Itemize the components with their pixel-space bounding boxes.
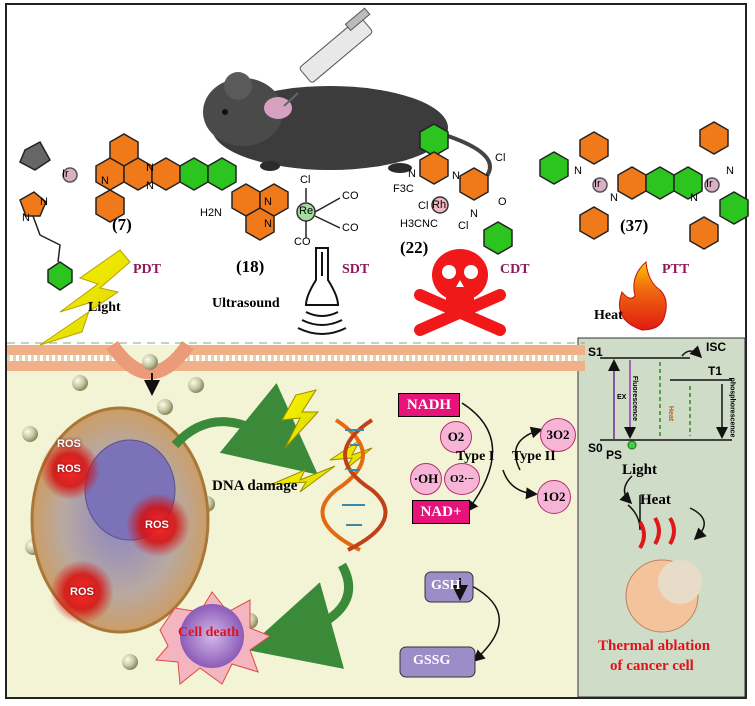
c18-n2: N [264, 218, 272, 230]
ultrasound-label: Ultrasound [212, 296, 280, 311]
c37-n1: N [574, 165, 582, 177]
ps-dot [627, 440, 637, 450]
s0-label: S0 [588, 441, 603, 455]
nad-box: NAD+ [412, 500, 470, 524]
phosphorescence-label: phosphorescence [728, 377, 736, 438]
light-bolt-icon [39, 249, 131, 346]
c7-ir: Ir [62, 168, 69, 180]
c22-rh: Rh [432, 199, 447, 211]
ultrasound-probe-icon [297, 247, 347, 335]
arrow-cell-to-dna [171, 383, 318, 475]
compound-22-structure [419, 123, 513, 255]
ptt-label: PTT [662, 262, 690, 277]
ros-label-2: ROS [57, 463, 81, 475]
cell-death-label: Cell death [178, 625, 240, 640]
s1-label: S1 [588, 345, 603, 359]
3o2-bubble: 3O2 [540, 418, 576, 452]
compound-37-label: (37) [620, 216, 649, 235]
c22-cl3: Cl [495, 152, 506, 164]
cdt-label: CDT [500, 262, 530, 277]
oh-bubble: ·OH [410, 463, 442, 495]
light-label: Light [88, 300, 121, 315]
t1-label: T1 [708, 364, 723, 378]
c7-n2: N [146, 162, 154, 174]
ablation-caption-line2: of cancer cell [610, 658, 694, 674]
flame-icon [619, 260, 667, 331]
c18-co2: CO [342, 222, 359, 234]
superoxide-bubble: O2·− [444, 463, 480, 495]
gsh-label: GSH [431, 578, 461, 593]
c7-n1: N [101, 175, 109, 187]
c22-n2: N [452, 170, 460, 182]
heat-curl-arrow [627, 495, 641, 531]
c7-n4: N [40, 196, 48, 208]
c37-n4: N [726, 165, 734, 177]
isc-label: ISC [706, 340, 727, 354]
nadh-box: NADH [398, 393, 460, 417]
c37-n3: N [690, 192, 698, 204]
ps-label: PS [606, 448, 623, 462]
c18-co3: CO [294, 236, 311, 248]
jablonski-diagram [600, 345, 732, 441]
dna-helix-icon [320, 418, 388, 552]
cell-membrane [7, 340, 585, 380]
c18-re: Re [299, 205, 314, 217]
ptt-panel-background [577, 337, 746, 698]
ros-label-4: ROS [70, 586, 94, 598]
arrow-dna-to-death [245, 562, 354, 669]
ex-label: EX [617, 394, 627, 401]
c22-cl1: Cl [418, 200, 429, 212]
c22-cl2: Cl [458, 220, 469, 232]
heat-label: Heat [594, 308, 623, 323]
heat-jablonski-label: Heat [667, 405, 675, 422]
compound-37-structure [539, 121, 749, 250]
arrow-gsh-to-gssg [471, 585, 500, 663]
o2-bubble: O2 [440, 421, 472, 453]
ros-label-3: ROS [145, 519, 169, 531]
1o2-bubble: 1O2 [537, 480, 571, 514]
dead-cell [154, 591, 272, 685]
compound-22-label: (22) [400, 238, 429, 257]
c18-h2n: H2N [200, 207, 223, 219]
ablated-cell [625, 516, 702, 633]
syringe-icon [283, 7, 373, 107]
c7-n5: N [22, 212, 30, 224]
arrow-to-1o2 [502, 469, 538, 500]
ablation-caption-line1: Thermal ablation [598, 638, 711, 654]
nad-text: NAD+ [420, 504, 462, 520]
ros-label-1: ROS [57, 438, 81, 450]
arrow-light-to-heat [619, 475, 633, 505]
type2-label: Type II [512, 449, 556, 464]
c18-n1: N [264, 196, 272, 208]
c37-n2: N [610, 192, 618, 204]
compound-7-label: (7) [112, 215, 132, 234]
ptt-light-label: Light [622, 462, 658, 478]
cancer-cell [30, 406, 210, 634]
sdt-label: SDT [342, 262, 370, 277]
arrow-heat-to-cell [689, 507, 707, 541]
compound-7-structure [19, 133, 237, 291]
c18-co1: CO [342, 190, 359, 202]
arrow-type2 [514, 426, 543, 471]
compound-18-label: (18) [236, 257, 265, 276]
compound-18-structure [231, 183, 341, 241]
c22-f3c: F3C [393, 183, 414, 195]
fluorescence-label: Fluorescence [631, 375, 639, 422]
arrow-nadh-to-nad [461, 402, 494, 513]
type1-label: Type I [456, 449, 495, 464]
c22-h3cnc: H3CNC [400, 218, 438, 230]
skull-crossbones-icon [414, 249, 506, 336]
ptt-heat-label: Heat [640, 492, 671, 508]
c37-ir2: Ir [706, 178, 713, 190]
c22-o: O [498, 196, 507, 208]
pdt-label: PDT [133, 262, 161, 277]
dna-damage-label: DNA damage [212, 478, 298, 494]
c37-ir1: Ir [594, 178, 601, 190]
c18-cl: Cl [300, 174, 311, 186]
c7-n3: N [146, 180, 154, 192]
gssg-label: GSSG [413, 653, 451, 668]
c22-n3: N [470, 208, 478, 220]
c22-n1: N [408, 168, 416, 180]
